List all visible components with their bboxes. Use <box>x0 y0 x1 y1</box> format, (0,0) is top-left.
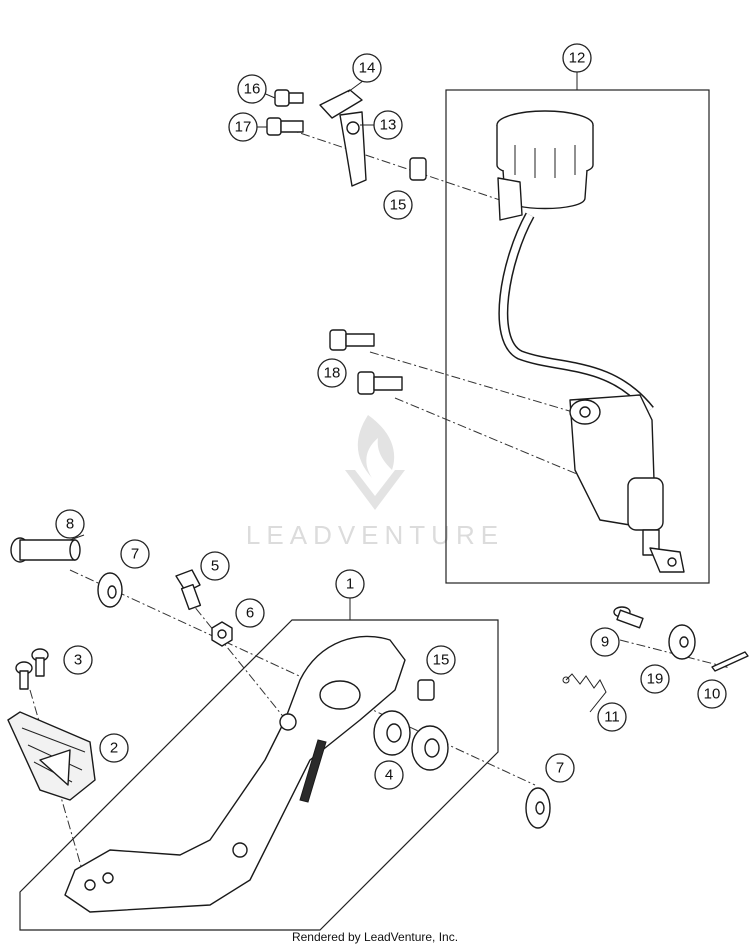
axis-line-5 <box>184 594 291 726</box>
svg-text:16: 16 <box>244 81 261 98</box>
pin-8 <box>10 537 81 563</box>
bolt-18a <box>329 329 375 351</box>
axis-line-17 <box>284 127 501 201</box>
callout-5: 5 <box>200 551 230 581</box>
svg-text:15: 15 <box>390 197 407 214</box>
callout-17: 17 <box>228 112 258 142</box>
svg-text:10: 10 <box>704 686 721 703</box>
callout-15-lower: 15 <box>426 645 456 675</box>
svg-text:15: 15 <box>433 652 450 669</box>
callout-1: 1 <box>335 569 365 599</box>
callout-9: 9 <box>590 627 620 657</box>
bolt-17 <box>266 117 304 136</box>
svg-text:6: 6 <box>246 605 254 622</box>
axis-line-18b <box>394 397 621 493</box>
watermark-logo <box>345 415 405 510</box>
svg-text:3: 3 <box>74 652 82 669</box>
bolt-5 <box>175 569 202 611</box>
axis-line-18a <box>369 351 601 421</box>
svg-text:7: 7 <box>131 546 139 563</box>
bolt-18b <box>357 371 403 395</box>
bearings-4 <box>373 710 449 771</box>
brake-pedal-1 <box>64 635 406 913</box>
callout-18: 18 <box>317 358 347 388</box>
sleeve-15-lower <box>417 679 435 701</box>
callout-8: 8 <box>55 509 85 539</box>
callout-3: 3 <box>63 645 93 675</box>
svg-text:18: 18 <box>324 365 341 382</box>
callout-10: 10 <box>697 679 727 709</box>
pin-9 <box>613 606 644 629</box>
svg-text:8: 8 <box>66 516 74 533</box>
svg-text:9: 9 <box>601 634 609 651</box>
svg-text:17: 17 <box>235 119 252 136</box>
callout-7-upper: 7 <box>120 539 150 569</box>
screws-3 <box>15 648 49 690</box>
svg-text:1: 1 <box>346 576 354 593</box>
bolt-16 <box>274 89 304 107</box>
footer-credit: Rendered by LeadVenture, Inc. <box>291 930 459 944</box>
brake-pedal-group-box <box>19 619 499 931</box>
callout-16: 16 <box>237 74 267 104</box>
cotter-pin-10 <box>711 651 749 672</box>
callout-7-lower: 7 <box>545 753 575 783</box>
svg-text:19: 19 <box>647 671 664 688</box>
washer-7-upper <box>97 572 123 608</box>
bracket-13-14 <box>319 89 367 187</box>
sleeve-15-top <box>409 157 427 181</box>
svg-text:11: 11 <box>604 709 620 726</box>
callout-15-upper: 15 <box>383 190 413 220</box>
pedal-step-2 <box>7 711 96 801</box>
washer-7-lower <box>525 787 551 829</box>
callout-19: 19 <box>640 664 670 694</box>
callout-6: 6 <box>235 598 265 628</box>
reservoir-12 <box>496 110 594 221</box>
callout-11: 11 <box>597 702 627 732</box>
watermark-text: LEADVENTURE <box>246 520 504 550</box>
callout-4: 4 <box>374 760 404 790</box>
washer-19 <box>668 624 696 660</box>
callout-14: 14 <box>352 53 382 83</box>
svg-text:5: 5 <box>211 558 219 575</box>
callout-13: 13 <box>373 110 403 140</box>
svg-text:12: 12 <box>569 50 586 67</box>
callout-12: 12 <box>562 43 592 73</box>
nut-6 <box>211 621 233 647</box>
spring-11 <box>562 673 607 713</box>
svg-text:2: 2 <box>110 740 118 757</box>
master-cylinder <box>569 394 685 573</box>
callout-2: 2 <box>99 733 129 763</box>
svg-text:7: 7 <box>556 760 564 777</box>
svg-text:14: 14 <box>359 60 376 77</box>
svg-text:4: 4 <box>385 767 393 784</box>
svg-text:13: 13 <box>380 117 397 134</box>
